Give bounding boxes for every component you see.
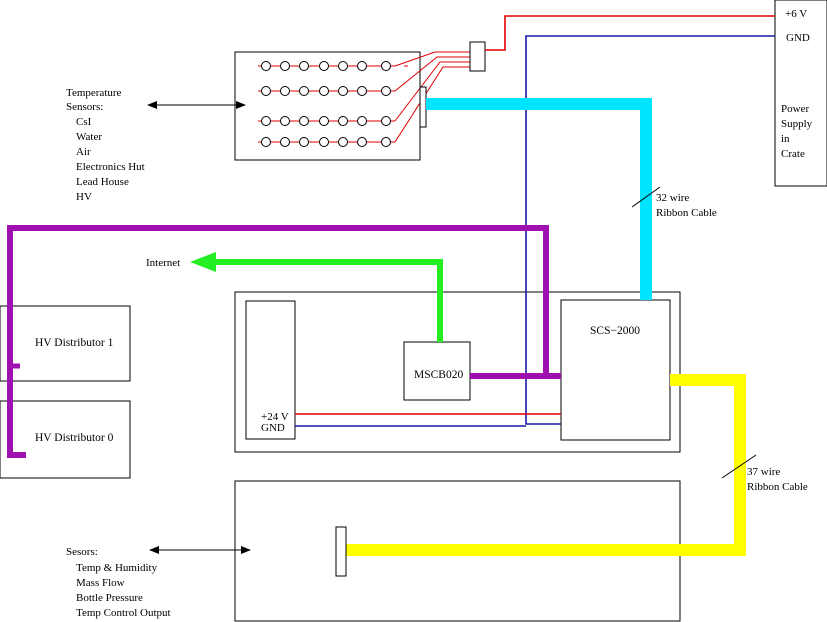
temperature-sensor-node bbox=[357, 86, 367, 96]
temp-heading-1: Temperature bbox=[66, 87, 122, 99]
temperature-sensor-node bbox=[381, 61, 391, 71]
cable-32-line-2: Ribbon Cable bbox=[656, 207, 717, 219]
crate-power-module bbox=[245, 300, 296, 440]
sensor-item-temp-control-output: Temp Control Output bbox=[76, 607, 171, 619]
sensors-heading: Sesors: bbox=[66, 546, 98, 558]
temperature-sensor-array bbox=[258, 61, 395, 147]
hv-distributor-0-label: HV Distributor 0 bbox=[35, 432, 114, 444]
hv-distributor-0-box bbox=[0, 400, 131, 479]
temperature-sensor-node bbox=[261, 116, 271, 126]
cable-32-line-1: 32 wire bbox=[656, 192, 689, 204]
power-supply-line-3: in bbox=[781, 133, 790, 145]
plus6v-label: +6 V bbox=[785, 8, 807, 20]
yellow-ribbon-cable bbox=[346, 374, 746, 556]
plus24v-label: +24 V bbox=[261, 411, 289, 423]
temp-item-lead-house: Lead House bbox=[76, 176, 129, 188]
crate-gnd-label: GND bbox=[261, 422, 285, 434]
temperature-sensor-node bbox=[338, 86, 348, 96]
temp-item-air: Air bbox=[76, 146, 91, 158]
temp-heading-2: Sensors: bbox=[66, 101, 103, 113]
temperature-sensor-node bbox=[338, 137, 348, 147]
sensor-item-bottle-pressure: Bottle Pressure bbox=[76, 592, 143, 604]
cable-37-tick bbox=[721, 454, 757, 479]
temperature-sensor-node bbox=[357, 61, 367, 71]
plus6v-wire bbox=[485, 15, 775, 51]
power-supply-line-2: Supply bbox=[781, 118, 813, 130]
scs2000-label: SCS−2000 bbox=[590, 325, 640, 337]
temperature-sensor-node bbox=[338, 61, 348, 71]
temperature-sensor-node bbox=[261, 61, 271, 71]
temp-item-water: Water bbox=[76, 131, 102, 143]
temperature-sensor-node bbox=[280, 116, 290, 126]
scs2000-box bbox=[560, 299, 671, 441]
temperature-sensor-node bbox=[381, 137, 391, 147]
temp-item-hv: HV bbox=[76, 191, 92, 203]
temperature-sensor-node bbox=[280, 86, 290, 96]
hv-distributor-1-label: HV Distributor 1 bbox=[35, 337, 114, 349]
temperature-sensor-node bbox=[299, 86, 309, 96]
sensor-wires bbox=[394, 51, 470, 143]
temperature-sensor-node bbox=[338, 116, 348, 126]
sensor-item-mass-flow: Mass Flow bbox=[76, 577, 125, 589]
gnd-label: GND bbox=[786, 32, 810, 44]
cable-37-line-1: 37 wire bbox=[747, 466, 780, 478]
sensor-connector bbox=[469, 41, 486, 72]
temperature-sensor-node bbox=[319, 137, 329, 147]
temperature-sensor-node bbox=[261, 137, 271, 147]
temperature-sensor-node bbox=[280, 61, 290, 71]
ribbon-connector-top bbox=[419, 86, 427, 128]
power-supply-line-1: Power bbox=[781, 103, 809, 115]
temperature-sensor-node bbox=[319, 61, 329, 71]
temperature-sensor-node bbox=[280, 137, 290, 147]
ribbon-connector-bottom bbox=[335, 526, 347, 577]
temperature-sensor-node bbox=[299, 116, 309, 126]
temp-item-csi: CsI bbox=[76, 116, 92, 128]
mscb020-box bbox=[403, 341, 471, 401]
temperature-sensor-node bbox=[261, 86, 271, 96]
temperature-sensor-node bbox=[357, 116, 367, 126]
power-supply-line-4: Crate bbox=[781, 148, 805, 160]
purple-cable bbox=[7, 225, 549, 458]
cable-32-tick bbox=[631, 186, 661, 208]
sensor-item-temp-humidity: Temp & Humidity bbox=[76, 562, 158, 574]
temperature-sensor-node bbox=[299, 137, 309, 147]
cyan-ribbon-cable bbox=[426, 98, 652, 300]
internet-arrowhead bbox=[190, 252, 216, 272]
green-internet-cable bbox=[210, 259, 443, 342]
temperature-sensor-node bbox=[381, 116, 391, 126]
mscb020-label: MSCB020 bbox=[414, 369, 463, 381]
temperature-sensor-node bbox=[299, 61, 309, 71]
temperature-sensor-node bbox=[357, 137, 367, 147]
temperature-sensor-node bbox=[319, 86, 329, 96]
hv-distributor-1-box bbox=[0, 305, 131, 382]
temp-item-electronics-hut: Electronics Hut bbox=[76, 161, 145, 173]
internet-label: Internet bbox=[146, 257, 180, 269]
temperature-sensor-node bbox=[319, 116, 329, 126]
cable-37-line-2: Ribbon Cable bbox=[747, 481, 808, 493]
power-supply-box bbox=[774, 0, 827, 187]
temperature-sensor-node bbox=[381, 86, 391, 96]
